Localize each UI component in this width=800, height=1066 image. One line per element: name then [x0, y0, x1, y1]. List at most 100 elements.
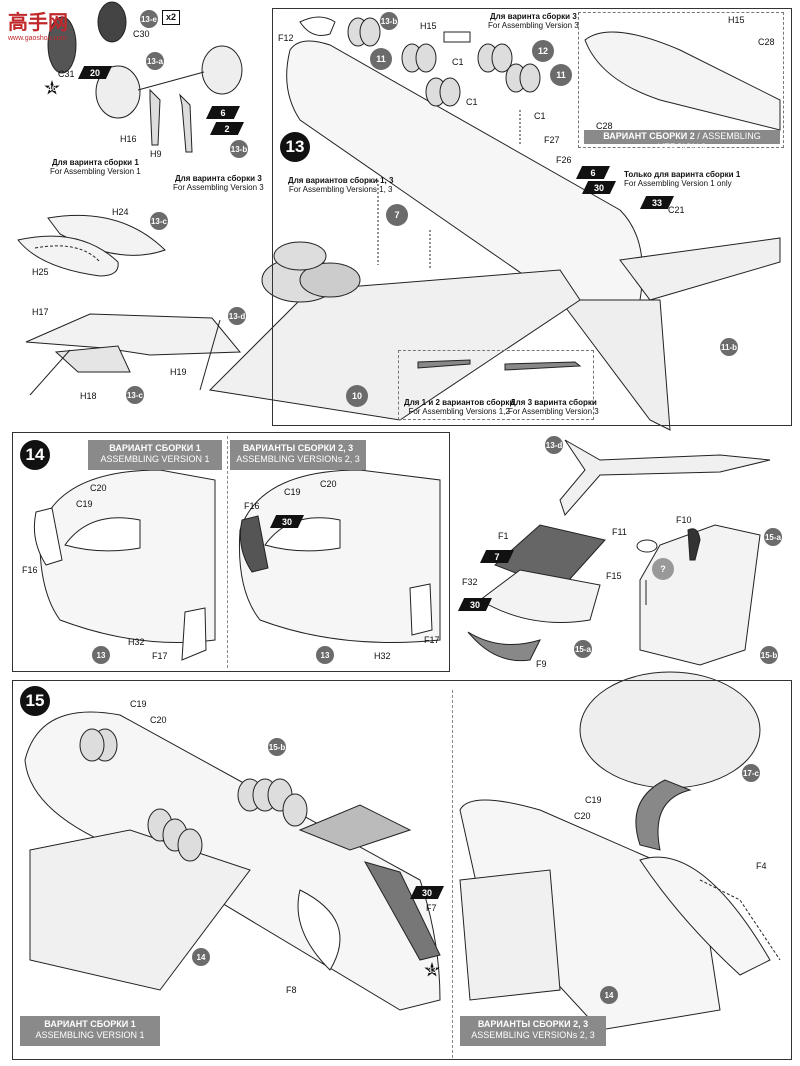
label-f15: F15	[606, 571, 622, 581]
step-14-number: 14	[20, 440, 50, 470]
step-13-number: 13	[280, 132, 310, 162]
label-h19: H19	[170, 367, 187, 377]
part-f12	[299, 16, 336, 36]
prep-paint-30: 30	[458, 598, 492, 611]
inset-version2	[578, 12, 784, 148]
label-c30: C30	[133, 29, 150, 39]
step14-divider	[227, 436, 228, 668]
strut-h9	[179, 93, 193, 153]
radome-15b	[298, 804, 412, 851]
wheel-c30	[97, 1, 127, 43]
stand-base-15a	[639, 524, 761, 666]
wheel-13a-right	[201, 45, 243, 95]
s15-callout-15b: 15-b	[268, 738, 286, 756]
s15l-callout-14: 14	[192, 948, 210, 966]
callout-11-a: 11	[370, 48, 392, 70]
s14l-label-h32: H32	[128, 637, 145, 647]
label-f9: F9	[536, 659, 547, 669]
s14r-label-f17: F17	[424, 635, 440, 645]
wing-right-13	[619, 237, 781, 301]
wheel-13a-left	[95, 65, 141, 119]
label-h9: H9	[150, 149, 162, 159]
tailplane-h17	[25, 313, 242, 356]
callout-11-b: 11	[550, 64, 572, 86]
paint-6-s13: 6	[576, 166, 610, 179]
label-h18: H18	[80, 391, 97, 401]
s14r-label-h32: H32	[374, 651, 391, 661]
fairing-h25	[17, 235, 119, 277]
part-f16-left	[33, 507, 63, 566]
part-h18	[54, 345, 131, 373]
callout-13e: 13-e	[140, 10, 158, 28]
paint-30-s13: 30	[582, 181, 616, 194]
s14r-paint-30: 30	[270, 515, 304, 528]
s15-paint-30: 30	[410, 886, 444, 899]
inset-fuselage-top	[584, 31, 781, 131]
callout-13b-s13: 13-b	[380, 12, 398, 30]
detail-box-13	[398, 350, 594, 420]
callout-15a-prep: 15-a	[574, 640, 592, 658]
wing-15-left	[29, 829, 251, 991]
s15r-label-c20: C20	[574, 811, 591, 821]
inset-label-c28-a: C28	[758, 37, 775, 47]
step-13-frame	[272, 8, 792, 426]
s14r-label-c19: C19	[284, 487, 301, 497]
nose-14-left	[39, 469, 216, 643]
s14l-label-f17: F17	[152, 651, 168, 661]
s14l-label-c20: C20	[90, 483, 107, 493]
label-f1: F1	[498, 531, 509, 541]
label-h24: H24	[112, 207, 129, 217]
s15r-label-f4: F4	[756, 861, 767, 871]
s15-callout-17c: 17-c	[742, 764, 760, 782]
fuselage-15-right	[459, 799, 721, 1031]
s15r-callout-14: 14	[600, 986, 618, 1004]
watermark-text: 高手网	[8, 12, 68, 34]
step-14-frame	[12, 432, 450, 672]
s15l-label-c20: C20	[150, 715, 167, 725]
label-f27: F27	[544, 135, 560, 145]
label-f32: F32	[462, 577, 478, 587]
paint-33-s13: 33	[640, 196, 674, 209]
label-h17: H17	[32, 307, 49, 317]
s15l-label-f8: F8	[286, 985, 297, 995]
part-f10	[687, 528, 701, 561]
s14l-callout-13: 13	[92, 646, 110, 664]
label-h15: H15	[420, 21, 437, 31]
paint-6: 6	[206, 106, 240, 119]
callout-13b: 13-b	[230, 140, 248, 158]
callout-15b: 15-b	[760, 646, 778, 664]
label-c1-c: C1	[534, 111, 546, 121]
s15l-label-c19: C19	[130, 699, 147, 709]
s14r-label-f16: F16	[244, 501, 260, 511]
callout-13c: 13-c	[150, 212, 168, 230]
strut-h16	[149, 88, 161, 146]
s14l-label-c19: C19	[76, 499, 93, 509]
label-h25: H25	[32, 267, 49, 277]
pylon-17c	[635, 779, 692, 851]
label-c21: C21	[668, 205, 685, 215]
label-f10: F10	[676, 515, 692, 525]
wheel-c31	[47, 16, 77, 74]
callout-10: 10	[346, 385, 368, 407]
s14l-label-f16: F16	[22, 565, 38, 575]
inset-label-h15: H15	[728, 15, 745, 25]
question-icon: ?	[652, 558, 674, 580]
label-h16: H16	[120, 134, 137, 144]
wing-left-13	[208, 269, 581, 421]
callout-15a: 15-a	[764, 528, 782, 546]
label-c31: C31	[58, 69, 75, 79]
prep-paint-7: 7	[480, 550, 514, 563]
callout-13d: 13-d	[228, 307, 246, 325]
inset-label-c28-b: C28	[596, 121, 613, 131]
callout-13d-prep: 13-d	[545, 436, 563, 454]
part-f16-right	[239, 515, 269, 573]
callout-11b: 11-b	[720, 338, 738, 356]
